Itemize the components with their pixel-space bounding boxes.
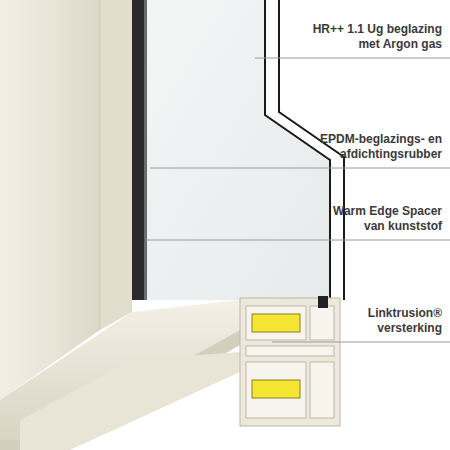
callout-label: Warm Edge Spacer van kunststof <box>317 204 442 234</box>
leader-line <box>150 168 450 169</box>
reinforcement <box>252 314 300 332</box>
leader-line <box>255 58 450 59</box>
glass-section <box>265 0 330 300</box>
callout-label: HR++ 1.1 Ug beglazing met Argon gas <box>292 22 442 52</box>
callout-label: EPDM-beglazings- en afdichtingsrubber <box>302 132 442 162</box>
frame-stile <box>0 0 100 400</box>
leader-line <box>272 342 450 343</box>
glass-section <box>279 0 344 300</box>
sash-stile <box>100 0 132 330</box>
leader-line <box>146 240 450 241</box>
glass-pane <box>140 0 330 300</box>
frame-bottom <box>20 352 240 450</box>
reinforcement <box>252 380 300 398</box>
callout-label: Linktrusion® versterking <box>332 306 442 336</box>
spacer-edge <box>132 0 144 300</box>
profile-section <box>240 298 340 426</box>
gasket <box>318 296 328 308</box>
